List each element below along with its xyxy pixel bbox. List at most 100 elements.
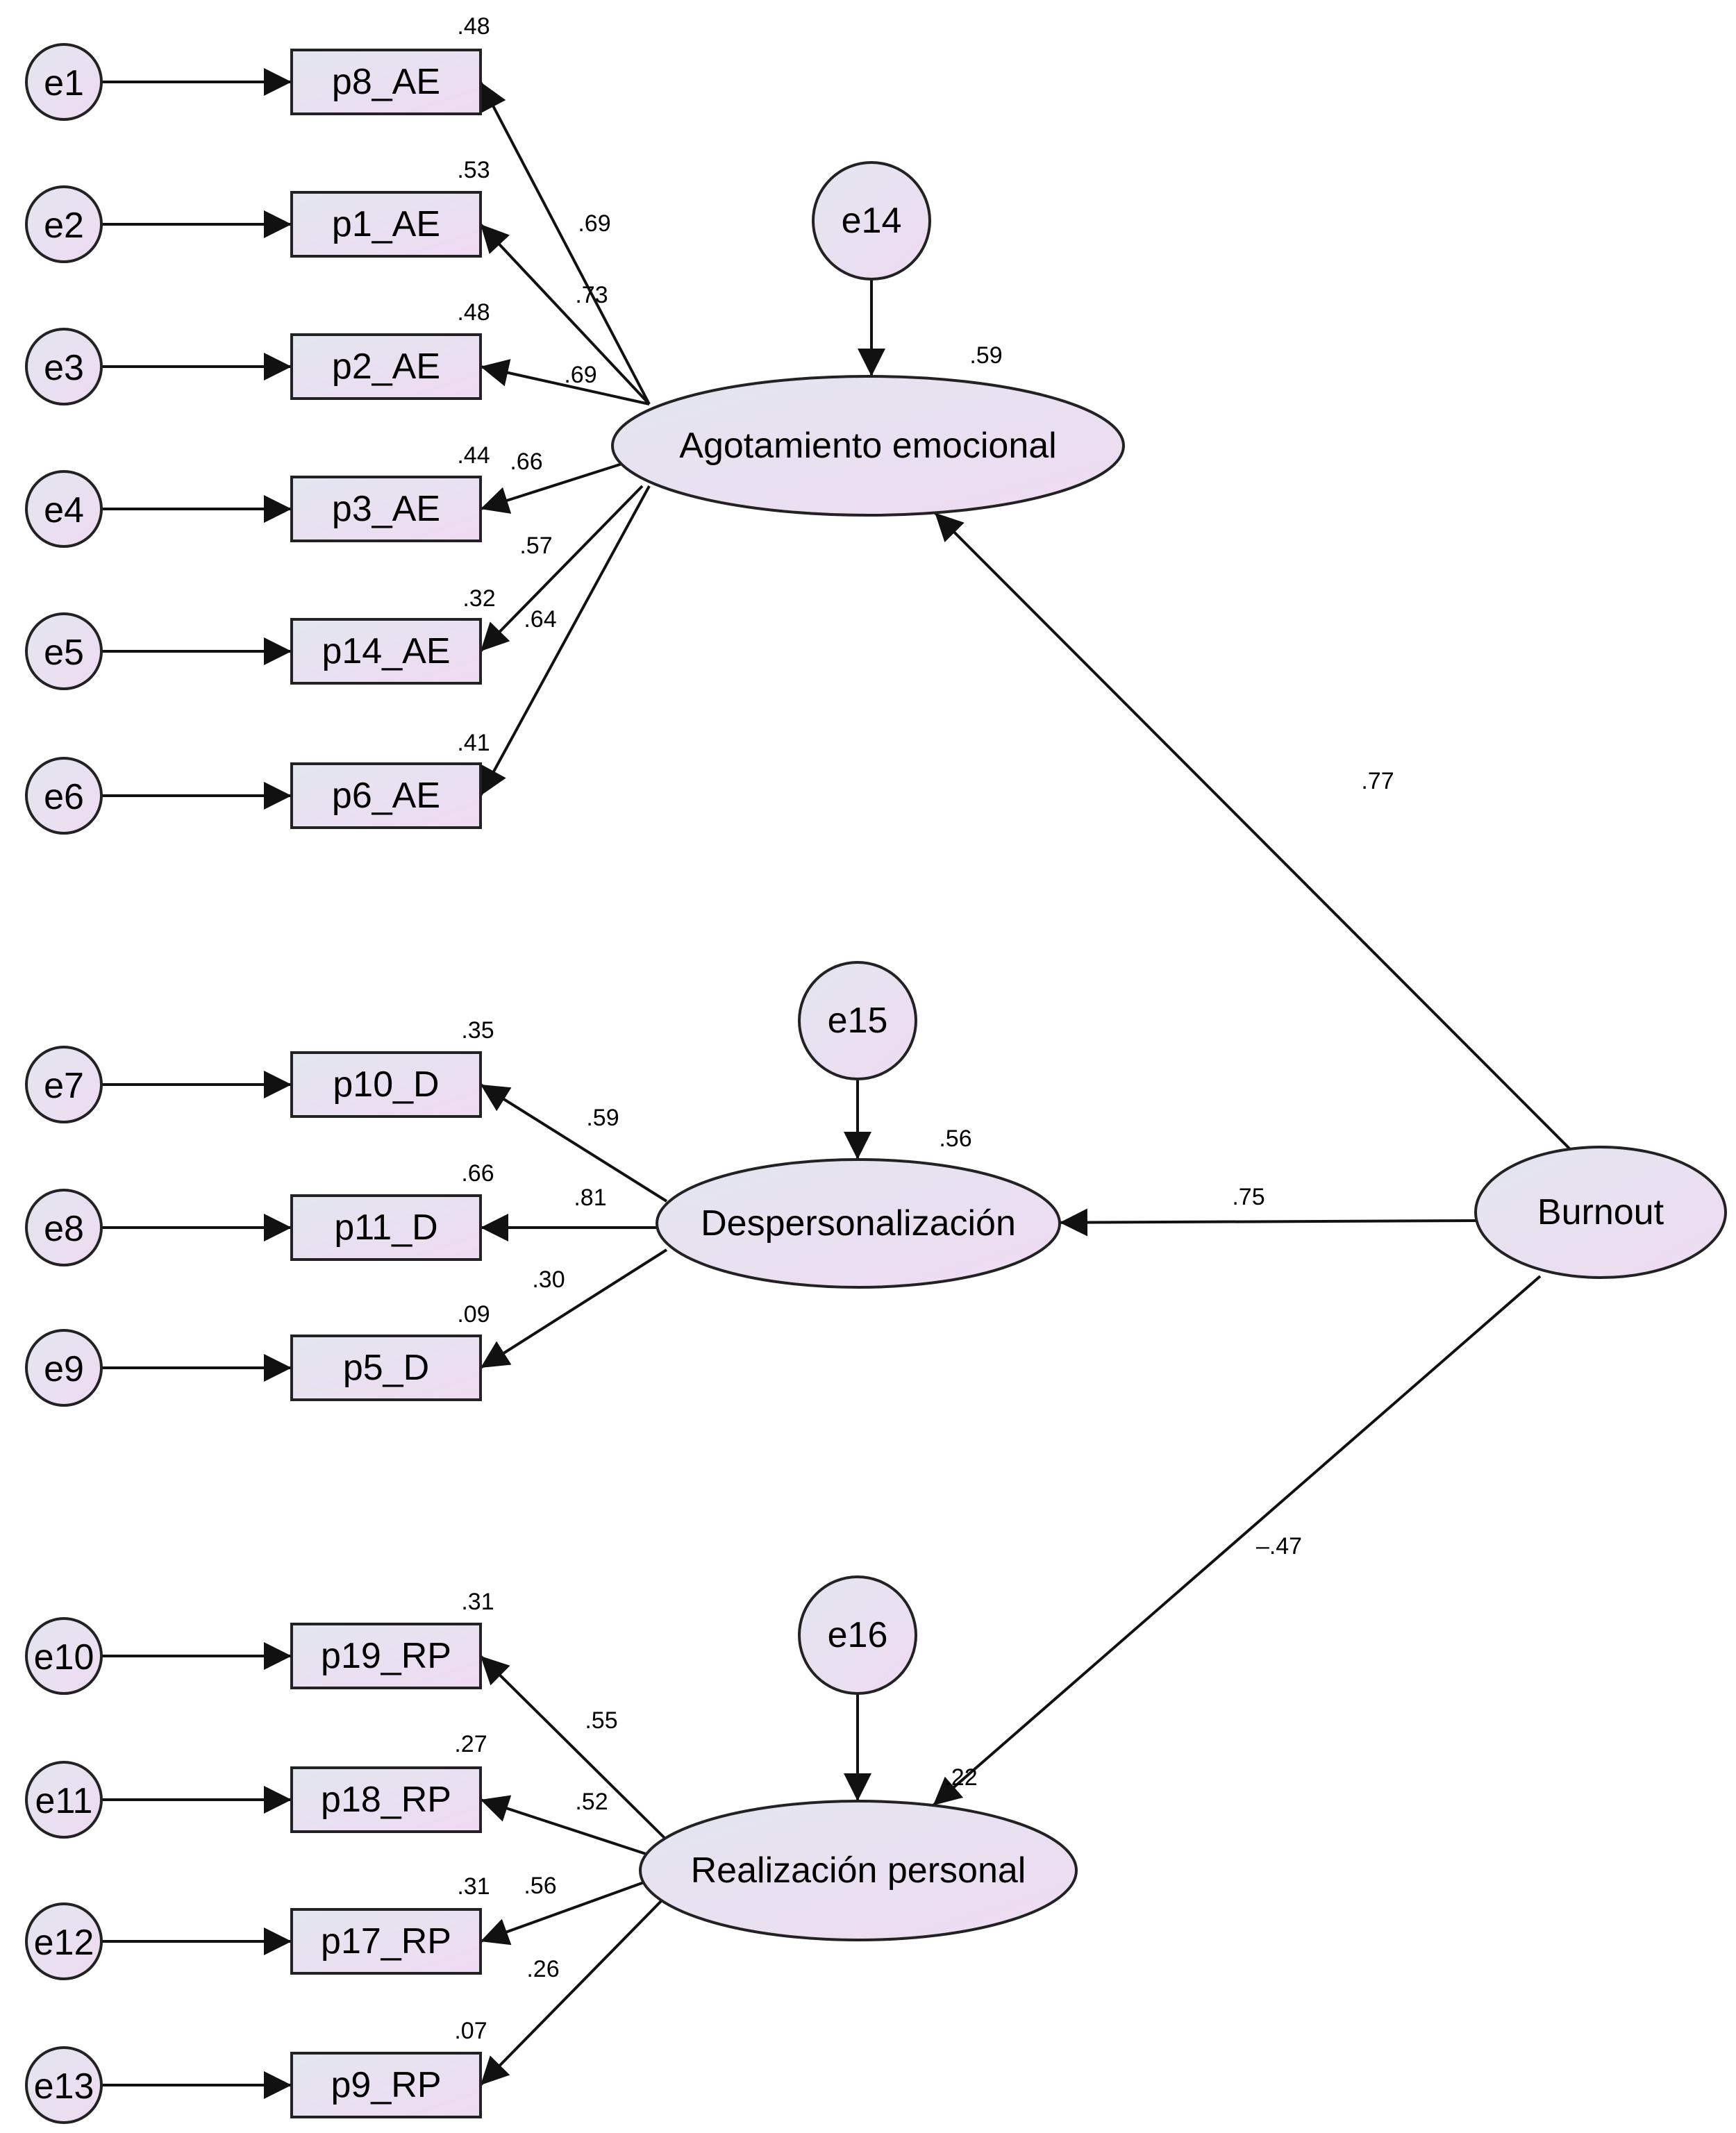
error-label-e1: e1 bbox=[44, 63, 84, 103]
structural-arrow-D bbox=[1059, 1208, 1477, 1237]
edge-layer bbox=[101, 68, 1572, 2099]
indicator-box-p2_AE bbox=[290, 333, 482, 400]
indicator-label-p9_RP: p9_RP bbox=[331, 2065, 442, 2105]
loading-arrow-p9_RP bbox=[479, 1898, 665, 2086]
r2-label-p6_AE: .41 bbox=[457, 730, 490, 756]
error-node-e11 bbox=[25, 1761, 103, 1839]
r2-label-p2_AE: .48 bbox=[457, 299, 490, 326]
loading-arrow-p14_AE bbox=[479, 485, 644, 653]
indicator-box-p1_AE bbox=[290, 191, 482, 258]
indicator-box-p18_RP bbox=[290, 1766, 482, 1833]
general-factor-label: Burnout bbox=[1537, 1192, 1664, 1232]
r2-label-p19_RP: .31 bbox=[461, 1589, 494, 1615]
loading-value-p6_AE: .64 bbox=[524, 606, 556, 633]
factor-r2-RP: .22 bbox=[944, 1764, 977, 1791]
indicator-label-p18_RP: p18_RP bbox=[321, 1780, 451, 1820]
r2-label-p8_AE: .48 bbox=[457, 13, 490, 40]
indicator-label-p5_D: p5_D bbox=[343, 1348, 429, 1388]
factor-r2-D: .56 bbox=[939, 1126, 971, 1152]
error-label-e6: e6 bbox=[44, 777, 84, 817]
loading-arrow-p8_AE bbox=[479, 81, 651, 405]
error-node-e7 bbox=[25, 1046, 103, 1123]
indicator-label-p3_AE: p3_AE bbox=[332, 489, 440, 529]
loading-value-p11_D: .81 bbox=[574, 1185, 606, 1211]
r2-label-p3_AE: .44 bbox=[457, 442, 490, 469]
error-label-e13: e13 bbox=[34, 2066, 94, 2107]
error-label-e4: e4 bbox=[44, 490, 84, 530]
loading-arrow-p1_AE bbox=[479, 223, 651, 405]
indicator-label-p11_D: p11_D bbox=[334, 1207, 437, 1248]
indicator-label-p1_AE: p1_AE bbox=[332, 204, 440, 244]
loading-arrow-p6_AE bbox=[479, 485, 651, 796]
indicator-label-p2_AE: p2_AE bbox=[332, 346, 440, 387]
structural-arrow-AE bbox=[933, 512, 1572, 1151]
error-node-e10 bbox=[25, 1617, 103, 1695]
error-node-e8 bbox=[25, 1189, 103, 1266]
disturbance-label-e15: e15 bbox=[828, 1001, 888, 1041]
error-label-e11: e11 bbox=[35, 1781, 93, 1821]
error-label-e12: e12 bbox=[34, 1923, 94, 1963]
r2-label-p5_D: .09 bbox=[457, 1301, 490, 1328]
error-label-e3: e3 bbox=[44, 348, 84, 388]
error-node-e4 bbox=[25, 470, 103, 548]
disturbance-node-e14 bbox=[812, 161, 931, 281]
error-node-e3 bbox=[25, 328, 103, 405]
error-node-e1 bbox=[25, 43, 103, 121]
indicator-box-p6_AE bbox=[290, 762, 482, 829]
error-node-e5 bbox=[25, 612, 103, 690]
error-label-e10: e10 bbox=[34, 1637, 94, 1678]
indicator-box-p8_AE bbox=[290, 49, 482, 115]
loading-arrow-p3_AE bbox=[480, 460, 629, 514]
node-layer: e1e2e3e4e5e6e7e8e9e10e11e12e13p8_AEp1_AE… bbox=[25, 43, 1727, 2124]
indicator-box-p9_RP bbox=[290, 2052, 482, 2118]
loading-value-p18_RP: .52 bbox=[575, 1789, 608, 1815]
loading-value-p19_RP: .55 bbox=[585, 1707, 617, 1734]
loading-arrow-p5_D bbox=[479, 1248, 668, 1369]
structural-arrow-RP bbox=[932, 1275, 1542, 1807]
indicator-box-p14_AE bbox=[290, 618, 482, 685]
structural-value-D: .75 bbox=[1232, 1184, 1265, 1210]
indicator-box-p5_D bbox=[290, 1335, 482, 1401]
r2-label-p14_AE: .32 bbox=[462, 585, 495, 612]
error-node-e6 bbox=[25, 757, 103, 835]
r2-label-p1_AE: .53 bbox=[457, 157, 490, 183]
factor-node-D bbox=[656, 1158, 1061, 1289]
factor-node-AE bbox=[611, 375, 1125, 517]
indicator-label-p17_RP: p17_RP bbox=[321, 1921, 451, 1961]
error-node-e12 bbox=[25, 1902, 103, 1980]
factor-node-RP bbox=[639, 1800, 1078, 1941]
r2-label-p11_D: .66 bbox=[461, 1160, 494, 1187]
loading-value-p3_AE: .66 bbox=[510, 449, 542, 475]
disturbance-label-e14: e14 bbox=[842, 201, 902, 241]
factor-label-D: Despersonalización bbox=[701, 1203, 1016, 1244]
indicator-label-p6_AE: p6_AE bbox=[332, 776, 440, 816]
r2-label-p9_RP: .07 bbox=[454, 2018, 487, 2044]
loading-value-p2_AE: .69 bbox=[564, 362, 596, 388]
r2-label-p17_RP: .31 bbox=[457, 1873, 490, 1900]
loading-value-p14_AE: .57 bbox=[519, 533, 552, 559]
indicator-label-p8_AE: p8_AE bbox=[332, 62, 440, 102]
general-factor-node bbox=[1474, 1146, 1727, 1279]
disturbance-node-e16 bbox=[798, 1575, 917, 1695]
error-label-e8: e8 bbox=[44, 1209, 84, 1249]
disturbance-label-e16: e16 bbox=[828, 1615, 888, 1655]
loading-arrow-p10_D bbox=[479, 1083, 668, 1203]
structural-value-AE: .77 bbox=[1361, 768, 1394, 794]
label-layer: .48.53.48.44.32.41.35.66.09.31.27.31.07.… bbox=[454, 13, 1394, 2044]
loading-value-p17_RP: .56 bbox=[524, 1873, 556, 1899]
indicator-box-p17_RP bbox=[290, 1908, 482, 1975]
structural-value-RP: –.47 bbox=[1256, 1533, 1302, 1559]
factor-label-AE: Agotamiento emocional bbox=[679, 426, 1056, 466]
indicator-label-p19_RP: p19_RP bbox=[321, 1636, 451, 1676]
indicator-box-p10_D bbox=[290, 1051, 482, 1118]
factor-r2-AE: .59 bbox=[969, 342, 1002, 369]
loading-value-p5_D: .30 bbox=[532, 1266, 565, 1293]
loading-value-p1_AE: .73 bbox=[575, 282, 608, 308]
error-label-e2: e2 bbox=[44, 206, 84, 246]
loading-arrow-p18_RP bbox=[480, 1795, 646, 1855]
loading-arrow-p2_AE bbox=[480, 359, 650, 405]
loading-arrow-p17_RP bbox=[480, 1880, 646, 1946]
error-label-e9: e9 bbox=[44, 1349, 84, 1389]
indicator-box-p19_RP bbox=[290, 1623, 482, 1689]
factor-label-RP: Realización personal bbox=[691, 1850, 1026, 1891]
